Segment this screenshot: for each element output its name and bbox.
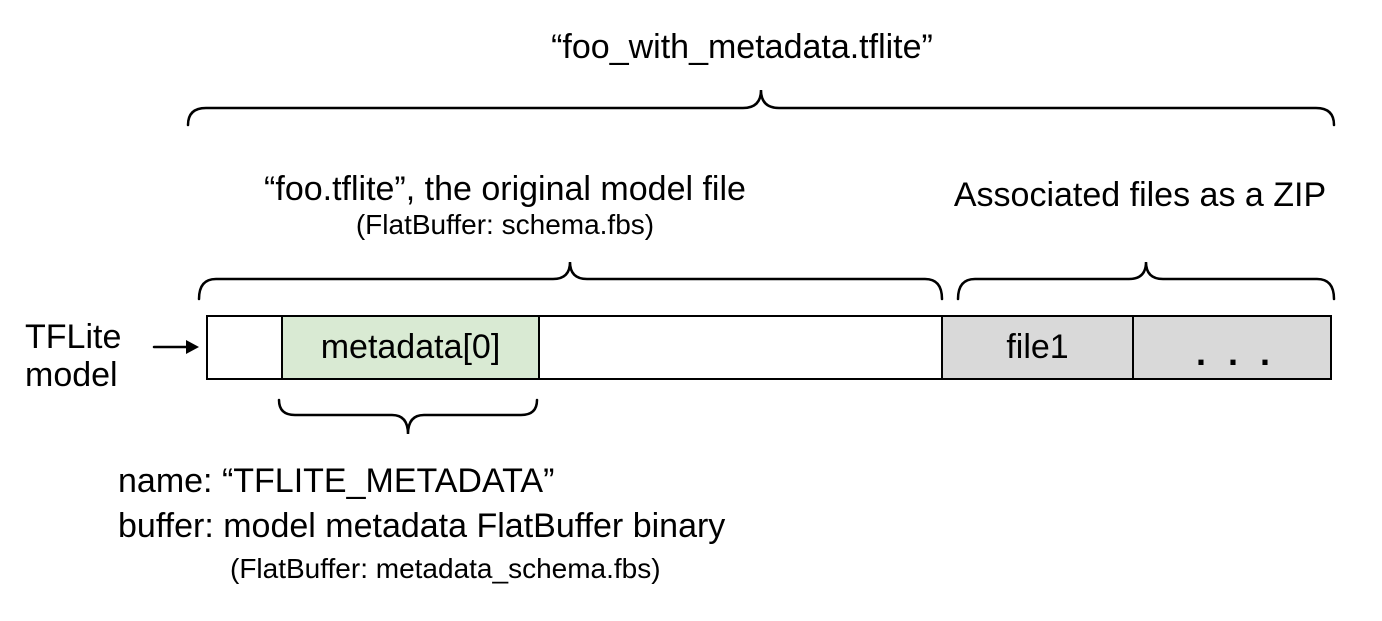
schema-fbs-label: (FlatBuffer: schema.fbs) (355, 209, 655, 240)
metadata-name-line: name: “TFLITE_METADATA” (118, 462, 555, 500)
metadata-schema-line: (FlatBuffer: metadata_schema.fbs) (230, 553, 661, 584)
bar-segment-metadata: metadata[0] (281, 317, 538, 378)
tflite-model-label-line2: model (25, 356, 118, 394)
brace-combined-file (186, 89, 1336, 127)
bar-segment-more-files: ... (1132, 317, 1330, 378)
bar-segment-header (208, 317, 281, 378)
brace-original-model (197, 261, 944, 301)
ellipsis-label: ... (1195, 331, 1292, 373)
metadata-buffer-line: buffer: model metadata FlatBuffer binary (118, 507, 726, 545)
metadata-entry-note: name: “TFLITE_METADATA” buffer: model me… (118, 459, 725, 589)
tflite-model-label-line1: TFLite (25, 318, 122, 356)
bar-segment-file1: file1 (941, 317, 1132, 378)
tflite-model-label: TFLite model (25, 318, 121, 394)
original-model-label-block: “foo.tflite”, the original model file (F… (205, 170, 805, 241)
brace-metadata-entry (277, 398, 539, 435)
brace-associated-files (956, 261, 1336, 301)
original-model-label: “foo.tflite”, the original model file (264, 170, 746, 208)
model-file-bar: metadata[0] file1 ... (206, 315, 1332, 380)
arrow-right-icon (152, 340, 199, 354)
bar-segment-model-body (538, 317, 941, 378)
combined-file-title: “foo_with_metadata.tflite” (551, 28, 933, 66)
associated-files-label: Associated files as a ZIP (953, 176, 1327, 214)
